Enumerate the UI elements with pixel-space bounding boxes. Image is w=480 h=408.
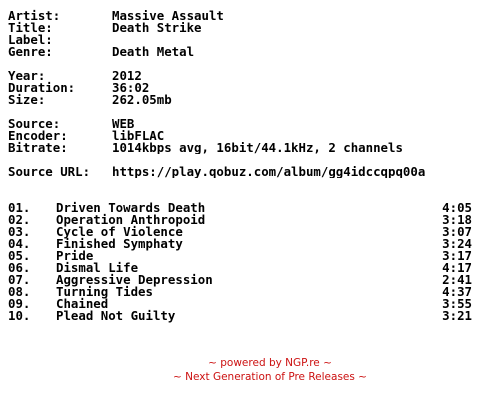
tracklist: 01. Driven Towards Death 4:05 02. Operat… [8,200,472,323]
footer: ~ powered by NGP.re ~ ~ Next Generation … [0,356,480,384]
artist-row: Artist: Massive Assault [8,8,472,23]
track-duration: 3:24 [442,236,472,251]
track-title: Finished Symphaty [56,236,183,251]
track-duration: 3:07 [442,224,472,239]
track-number: 01. [8,200,31,215]
track-number: 08. [8,284,31,299]
size-label: Size: [8,92,46,107]
title-value: Death Strike [112,22,202,34]
track-row: 01. Driven Towards Death 4:05 [8,200,472,215]
label-label: Label: [8,32,53,47]
spacer [8,106,472,118]
artist-label: Artist: [8,8,61,23]
track-row: 10. Plead Not Guilty 3:21 [8,308,472,323]
year-label: Year: [8,68,46,83]
track-duration: 4:17 [442,260,472,275]
track-row: 06. Dismal Life 4:17 [8,260,472,275]
genre-value: Death Metal [112,46,195,58]
source-url-label: Source URL: [8,164,91,179]
release-info: Artist: Massive Assault Title: Death Str… [8,8,472,323]
source-url-row: Source URL: https://play.qobuz.com/album… [8,164,472,179]
source-label: Source: [8,116,61,131]
encoder-value: libFLAC [112,130,165,142]
artist-value: Massive Assault [112,10,224,22]
track-title: Plead Not Guilty [56,308,176,323]
track-duration: 4:05 [442,200,472,215]
label-value [112,34,472,46]
bitrate-row: Bitrate: 1014kbps avg, 16bit/44.1kHz, 2 … [8,140,472,155]
track-number: 03. [8,224,31,239]
year-value: 2012 [112,70,142,82]
track-title: Cycle of Violence [56,224,183,239]
track-title: Turning Tides [56,284,153,299]
duration-value: 36:02 [112,82,150,94]
track-duration: 3:55 [442,296,472,311]
track-number: 05. [8,248,31,263]
track-row: 08. Turning Tides 4:37 [8,284,472,299]
source-url-link[interactable]: https://play.qobuz.com/album/gg4idccqpq0… [112,166,426,178]
genre-label: Genre: [8,44,53,59]
track-number: 10. [8,308,31,323]
track-row: 03. Cycle of Violence 3:07 [8,224,472,239]
bitrate-value: 1014kbps avg, 16bit/44.1kHz, 2 channels [112,142,403,154]
bitrate-label: Bitrate: [8,140,68,155]
track-duration: 3:17 [442,248,472,263]
genre-row: Genre: Death Metal [8,44,472,59]
track-number: 06. [8,260,31,275]
track-title: Operation Anthropoid [56,212,206,227]
title-row: Title: Death Strike [8,20,472,35]
year-row: Year: 2012 [8,68,472,83]
track-duration: 2:41 [442,272,472,287]
spacer [8,178,472,190]
track-title: Aggressive Depression [56,272,213,287]
encoder-row: Encoder: libFLAC [8,128,472,143]
track-number: 07. [8,272,31,287]
track-title: Pride [56,248,94,263]
size-row: Size: 262.05mb [8,92,472,107]
encoder-label: Encoder: [8,128,68,143]
track-duration: 3:18 [442,212,472,227]
spacer [8,58,472,70]
track-number: 02. [8,212,31,227]
track-row: 07. Aggressive Depression 2:41 [8,272,472,287]
track-title: Chained [56,296,109,311]
duration-label: Duration: [8,80,76,95]
size-value: 262.05mb [112,94,172,106]
track-row: 05. Pride 3:17 [8,248,472,263]
duration-row: Duration: 36:02 [8,80,472,95]
track-title: Driven Towards Death [56,200,206,215]
track-number: 04. [8,236,31,251]
footer-powered-by: ~ powered by NGP.re ~ [208,357,332,369]
source-row: Source: WEB [8,116,472,131]
track-row: 04. Finished Symphaty 3:24 [8,236,472,251]
track-duration: 3:21 [442,308,472,323]
label-row: Label: [8,32,472,47]
track-number: 09. [8,296,31,311]
track-row: 09. Chained 3:55 [8,296,472,311]
footer-tagline: ~ Next Generation of Pre Releases ~ [173,371,367,383]
source-value: WEB [112,118,135,130]
title-label: Title: [8,20,53,35]
track-row: 02. Operation Anthropoid 3:18 [8,212,472,227]
track-duration: 4:37 [442,284,472,299]
track-title: Dismal Life [56,260,139,275]
